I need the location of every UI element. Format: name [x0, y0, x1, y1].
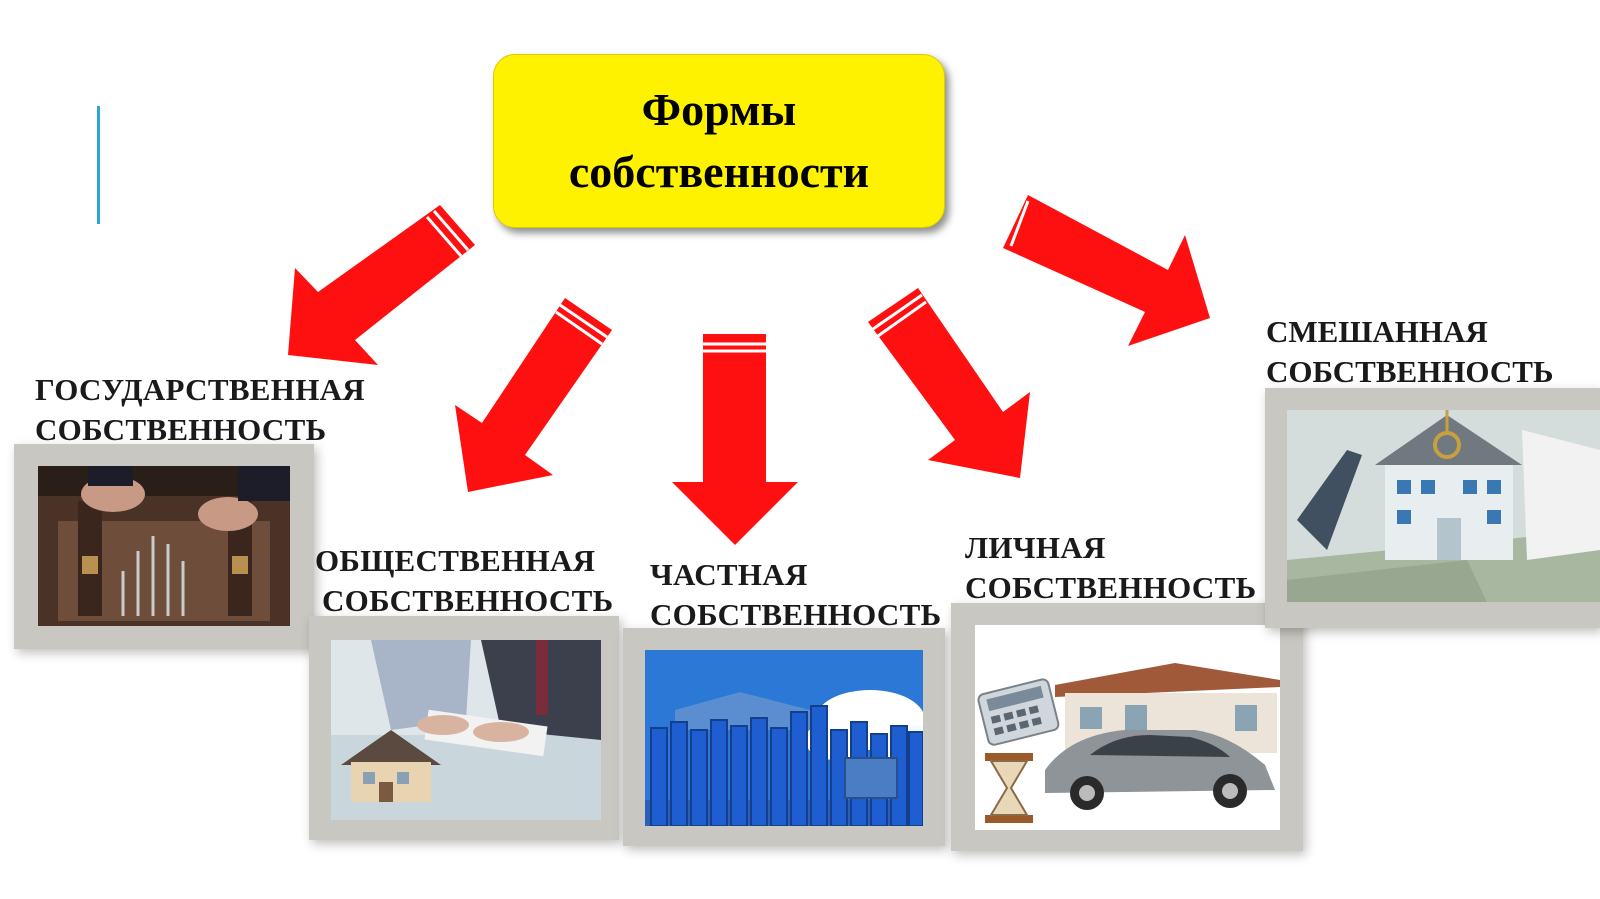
title-box: Формы собственности — [493, 54, 945, 228]
arrow-mixed — [1001, 195, 1210, 346]
label-mixed-line1: СМЕШАННАЯ — [1266, 314, 1488, 349]
title-line1: Формы — [641, 84, 797, 135]
label-public: ОБЩЕСТВЕННАЯ СОБСТВЕННОСТЬ — [315, 541, 613, 621]
frame-private — [623, 628, 945, 846]
arrow-state — [288, 205, 475, 365]
arrow-personal — [868, 288, 1030, 478]
label-private: ЧАСТНАЯ СОБСТВЕННОСТЬ — [650, 555, 941, 635]
arrow-public — [455, 298, 612, 492]
arrow-private — [672, 334, 798, 545]
label-state-line2: СОБСТВЕННОСТЬ — [35, 412, 327, 447]
label-mixed-line2: СОБСТВЕННОСТЬ — [1266, 354, 1554, 389]
label-personal-line2: СОБСТВЕННОСТЬ — [965, 570, 1257, 605]
label-state-line1: ГОСУДАРСТВЕННАЯ — [35, 372, 365, 407]
frame-public — [309, 616, 619, 840]
title-line2: собственности — [568, 146, 870, 197]
label-public-line2: СОБСТВЕННОСТЬ — [322, 583, 614, 618]
image-briefcase — [38, 466, 290, 626]
label-state: ГОСУДАРСТВЕННАЯ СОБСТВЕННОСТЬ — [35, 370, 365, 450]
label-public-line1: ОБЩЕСТВЕННАЯ — [315, 543, 596, 578]
label-private-line2: СОБСТВЕННОСТЬ — [650, 597, 942, 632]
accent-line — [97, 106, 100, 224]
image-house-model — [331, 640, 601, 820]
image-fence — [645, 650, 923, 826]
image-house-money — [1287, 410, 1600, 602]
label-personal-line1: ЛИЧНАЯ — [965, 530, 1106, 565]
label-mixed: СМЕШАННАЯ СОБСТВЕННОСТЬ — [1266, 312, 1553, 392]
label-personal: ЛИЧНАЯ СОБСТВЕННОСТЬ — [965, 528, 1256, 608]
image-car-house — [975, 625, 1280, 830]
frame-personal — [951, 603, 1303, 851]
frame-state — [14, 444, 314, 649]
frame-mixed — [1265, 388, 1600, 628]
label-private-line1: ЧАСТНАЯ — [650, 557, 808, 592]
